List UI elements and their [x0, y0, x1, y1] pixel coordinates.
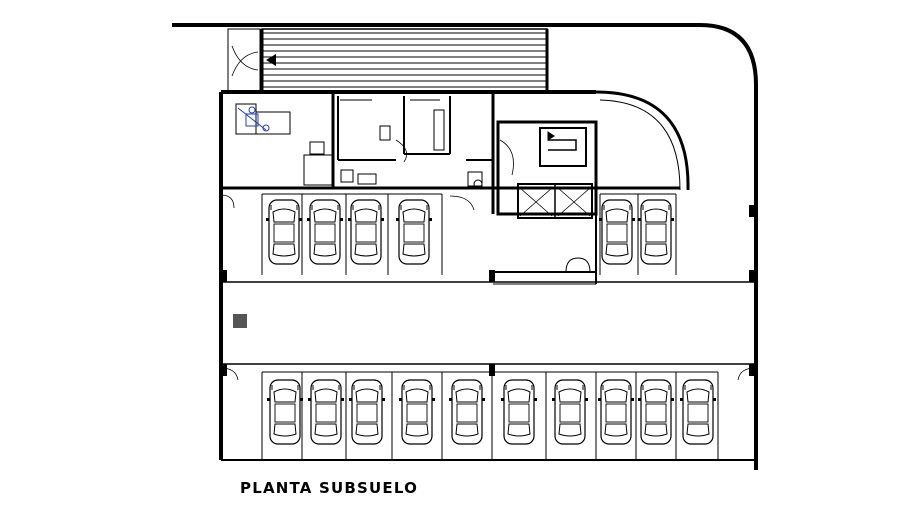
stair-icon — [493, 120, 598, 285]
car-icon — [348, 379, 386, 445]
car-icon — [307, 379, 345, 445]
car-icon — [500, 379, 538, 445]
car-icon — [347, 199, 385, 265]
car-icon — [265, 199, 303, 265]
drawing-title: PLANTA SUBSUELO — [240, 479, 419, 497]
car-icon — [551, 379, 589, 445]
car-icon — [306, 199, 344, 265]
drive-aisle — [220, 281, 756, 381]
parking-stalls-upper — [261, 193, 677, 275]
car-icon — [597, 379, 635, 445]
car-icon — [266, 379, 304, 445]
car-icon — [398, 379, 436, 445]
car-icon — [448, 379, 486, 445]
entry-ramp — [227, 28, 549, 92]
car-icon — [637, 379, 675, 445]
service-rooms — [220, 90, 690, 214]
car-icon — [679, 379, 717, 445]
cars-upper-right — [598, 199, 675, 265]
car-icon — [395, 199, 433, 265]
car-icon — [637, 199, 675, 265]
car-icon — [598, 199, 636, 265]
equipment-icon — [235, 103, 483, 189]
structural-columns — [221, 205, 755, 376]
cars-upper-left — [265, 199, 433, 265]
